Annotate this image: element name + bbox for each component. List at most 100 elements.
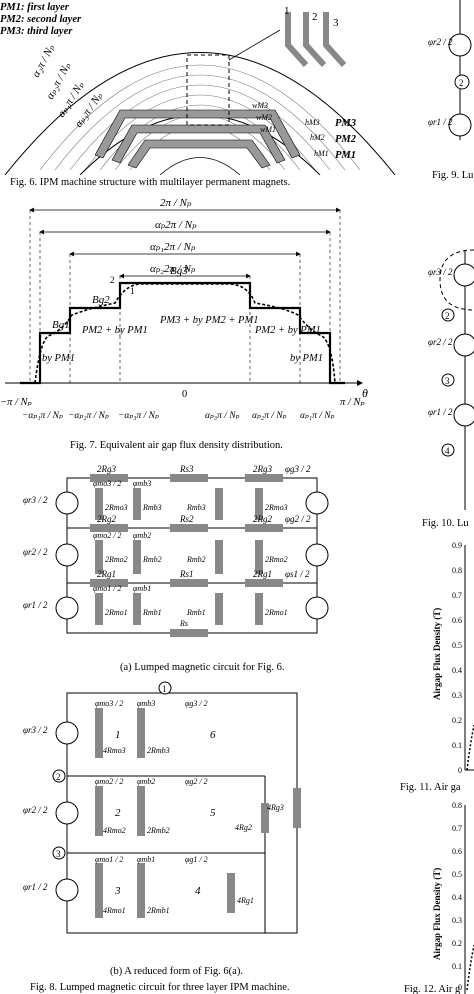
fig12-tick-label: 0.8 bbox=[452, 801, 462, 810]
label-hm2: hM2 bbox=[310, 133, 325, 142]
dimension-arrows bbox=[29, 207, 341, 279]
fig12-y-ticks: 0.8 0.7 0.6 0.5 0.4 0.3 0.2 0.1 0 bbox=[452, 801, 462, 992]
legend-pm3: PM3: third layer bbox=[0, 26, 73, 37]
top-label-ap2: αₚ₂2π / Nₚ bbox=[150, 263, 196, 275]
fig11-tick-label: 0.9 bbox=[452, 541, 462, 550]
fig11-tick-label: 0.8 bbox=[452, 566, 462, 575]
fig9-label-phi-r1: φr1 / 2 bbox=[428, 117, 453, 127]
fig11-tick-label: 0 bbox=[458, 766, 462, 775]
region-right-pm2: PM2 + by PM1 bbox=[254, 325, 321, 336]
resistor-rs bbox=[170, 629, 208, 637]
fig12-tick-label: 0 bbox=[458, 983, 462, 992]
level-bg3: Bg3 bbox=[170, 265, 188, 277]
region-right-pm1: by PM1 bbox=[290, 353, 323, 364]
fig8-caption: Fig. 8. Lumped magnetic circuit for thre… bbox=[30, 982, 290, 993]
fig11-y-ticks: 0.9 0.8 0.7 0.6 0.5 0.4 0.3 0.2 0.1 0 bbox=[452, 541, 462, 775]
loop-1: 1 bbox=[115, 729, 121, 741]
fig10-node-4: 4 bbox=[445, 446, 450, 456]
label-2rmo1-left: 2Rmo1 bbox=[105, 608, 128, 617]
fig10-label-phi-r2: φr2 / 2 bbox=[428, 337, 453, 347]
fig9-caption: Fig. 9. Lu bbox=[432, 170, 474, 181]
label-2rmb1: 2Rmb1 bbox=[147, 906, 170, 915]
tick-ap1: αₚ₁π / Nₚ bbox=[300, 411, 335, 421]
label-phi-mb3: φmb3 bbox=[137, 699, 155, 708]
label-2rmo1-right: 2Rmo1 bbox=[265, 608, 288, 617]
label-phi-g3: φg3 / 2 bbox=[185, 699, 208, 708]
label-rmb2-right: Rmb2 bbox=[186, 555, 206, 564]
fig6-diagram: 1 2 3 PM1: first layer PM2: second layer… bbox=[0, 2, 396, 175]
label-phi-g1: φg1 / 2 bbox=[185, 855, 208, 864]
label-phi-g2: φg2 / 2 bbox=[285, 514, 311, 524]
label-phi-mb2: φmb2 bbox=[137, 777, 155, 786]
label-phi-mo2: φmo2 / 2 bbox=[93, 531, 121, 540]
resistor-2rg3-right bbox=[245, 474, 283, 482]
loop-3: 3 bbox=[114, 885, 121, 897]
fig12-tick-label: 0.3 bbox=[452, 916, 462, 925]
label-phi-r3: φr3 / 2 bbox=[23, 725, 48, 735]
fig11-tick-label: 0.1 bbox=[452, 741, 462, 750]
fig11-tick-label: 0.6 bbox=[452, 616, 462, 625]
fig12-tick-label: 0.6 bbox=[452, 847, 462, 856]
node-2: 2 bbox=[56, 772, 61, 782]
label-phi-r2: φr2 / 2 bbox=[23, 805, 48, 815]
smooth-waveform bbox=[34, 283, 336, 384]
detail-box bbox=[186, 54, 230, 126]
label-rs3: Rs3 bbox=[179, 464, 194, 474]
marker-2: 2 bbox=[110, 275, 115, 285]
level-bg1: Bg1 bbox=[52, 319, 70, 331]
label-phi-r3: φr3 / 2 bbox=[23, 495, 48, 505]
label-wm1: wM1 bbox=[260, 125, 276, 134]
fig11-tick-label: 0.4 bbox=[452, 666, 462, 675]
label-4rmo1: 4Rmo1 bbox=[103, 906, 126, 915]
label-4rmo2: 4Rmo2 bbox=[103, 826, 126, 835]
fig12-tick-label: 0.2 bbox=[452, 939, 462, 948]
label-phi-mo1: φmo1 / 2 bbox=[93, 584, 121, 593]
label-rs2: Rs2 bbox=[179, 514, 194, 524]
region-center: PM3 + by PM2 + PM1 bbox=[159, 315, 258, 326]
label-wm2: wM2 bbox=[256, 113, 272, 122]
tick-neg-ap1: −αₚ₁π / Nₚ bbox=[22, 411, 63, 421]
label-phi-r1: φr1 / 2 bbox=[23, 600, 48, 610]
fig12-caption: Fig. 12. Air g bbox=[404, 984, 461, 994]
fig12-tick-label: 0.7 bbox=[452, 824, 462, 833]
fig11-tick-label: 0.2 bbox=[452, 716, 462, 725]
fig8b-circuit: 1 2 3 1 6 2 5 3 4 φr3 / 2 φr2 / 2 φr1 / … bbox=[23, 681, 301, 934]
label-2rmo2-left: 2Rmo2 bbox=[105, 555, 128, 564]
label-phi-g3: φg3 / 2 bbox=[285, 464, 311, 474]
label-rmb1-right: Rmb1 bbox=[186, 608, 206, 617]
label-2rmb2: 2Rmb2 bbox=[147, 826, 170, 835]
label-phi-mb1: φmb1 bbox=[133, 584, 151, 593]
layer-number-3: 3 bbox=[333, 17, 339, 29]
fig10-label-phi-r3: φr3 / 2 bbox=[428, 267, 453, 277]
loop-2: 2 bbox=[115, 807, 121, 819]
label-phi-mo3: φmo3 / 2 bbox=[95, 699, 123, 708]
legend-pm1: PM1: first layer bbox=[0, 2, 70, 13]
label-phi-r2: φr2 / 2 bbox=[23, 547, 48, 557]
layer-number-2: 2 bbox=[312, 11, 318, 23]
label-4rmo3: 4Rmo3 bbox=[103, 746, 126, 755]
label-rs: Rs bbox=[179, 619, 188, 628]
fig8b-caption: (b) A reduced form of Fig. 6(a). bbox=[110, 966, 243, 977]
top-label-ap: αₚ2π / Nₚ bbox=[155, 219, 197, 231]
fig9-node-2: 2 bbox=[459, 78, 464, 88]
fig12-tick-label: 0.4 bbox=[452, 893, 462, 902]
fig8a-circuit: 2Rg3 Rs3 2Rg3 φg3 / 2 2Rg2 Rs2 2Rg2 φg2 … bbox=[23, 464, 329, 637]
magnet-layers bbox=[94, 109, 301, 169]
tick-ap3: αₚ₃π / Nₚ bbox=[205, 411, 240, 421]
label-hm1: hM1 bbox=[314, 149, 329, 158]
label-rs1: Rs1 bbox=[179, 569, 194, 579]
label-phi-mo1: φmo1 / 2 bbox=[95, 855, 123, 864]
fig9-label-phi-r2: φr2 / 2 bbox=[428, 37, 453, 47]
magnet-label-pm1: PM1 bbox=[335, 150, 356, 161]
resistor-rs3 bbox=[170, 474, 208, 482]
label-2rmb3: 2Rmb3 bbox=[147, 746, 170, 755]
label-2rg3-left: 2Rg3 bbox=[97, 464, 116, 474]
loop-5: 5 bbox=[210, 807, 216, 819]
label-phi-r1: φr1 / 2 bbox=[23, 882, 48, 892]
label-4rg1: 4Rg1 bbox=[237, 896, 254, 905]
label-4rg2: 4Rg2 bbox=[235, 823, 252, 832]
top-label-ap1: αₚ₁2π / Nₚ bbox=[150, 241, 196, 253]
label-2rmo3-left: 2Rmo3 bbox=[105, 503, 128, 512]
fig7-caption: Fig. 7. Equivalent air gap flux density … bbox=[70, 440, 283, 451]
label-phi-mb1: φmb1 bbox=[137, 855, 155, 864]
